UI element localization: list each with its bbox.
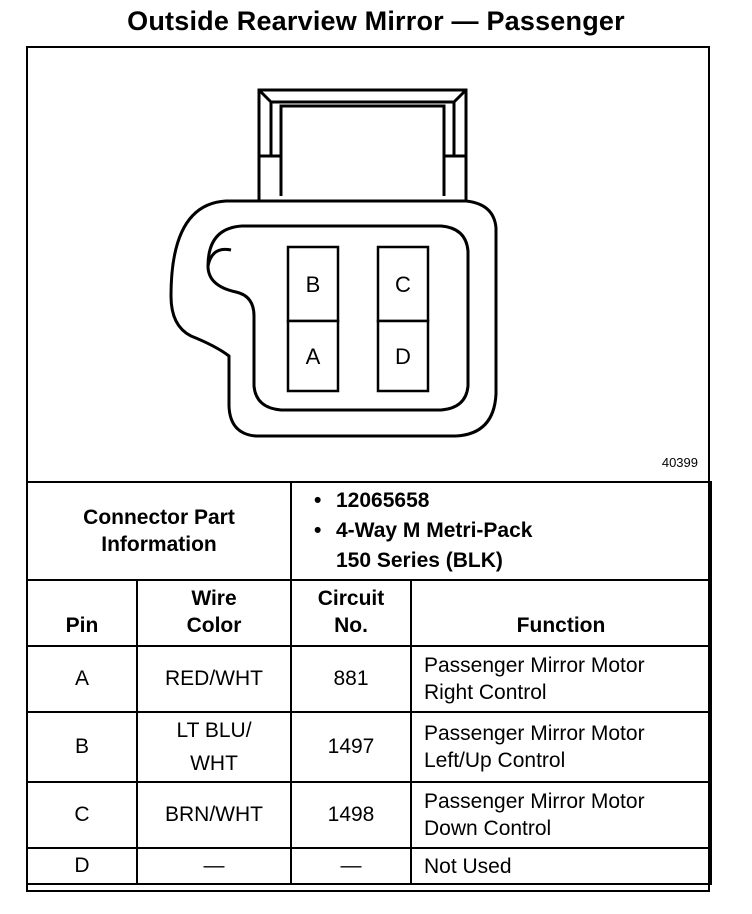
figure-id: 40399 <box>661 455 698 470</box>
pin-label-c: C <box>395 272 411 297</box>
function-cell: Passenger Mirror Motor Left/Up Control <box>409 711 713 783</box>
list-item: • 4-Way M Metri-Pack 150 Series (BLK) <box>314 516 710 576</box>
connector-info-list: • 12065658 • 4-Way M Metri-Pack 150 Seri… <box>289 481 713 581</box>
function-cell: Not Used <box>409 847 713 885</box>
pin-label-b: B <box>306 272 321 297</box>
table-row: B LT BLU/ WHT 1497 Passenger Mirror Moto… <box>26 711 713 783</box>
pin-label-a: A <box>306 344 321 369</box>
wire-color-cell: RED/WHT <box>136 645 292 713</box>
connector-body-outline <box>169 199 498 438</box>
table-row: A RED/WHT 881 Passenger Mirror Motor Rig… <box>26 645 713 713</box>
function-cell: Passenger Mirror Motor Right Control <box>409 645 713 713</box>
wire-color-cell: — <box>136 847 292 885</box>
bullet: • <box>314 519 322 542</box>
table-header-row: Pin Wire Color Circuit No. Function <box>26 579 713 647</box>
circuit-cell: 1497 <box>290 711 412 783</box>
pin-cell: C <box>26 781 138 849</box>
connector-diagram: B C A D <box>169 88 498 438</box>
pin-cell: B <box>26 711 138 783</box>
circuit-cell: 881 <box>290 645 412 713</box>
function-cell: Passenger Mirror Motor Down Control <box>409 781 713 849</box>
bullet: • <box>314 489 322 512</box>
wire-color-cell: LT BLU/ WHT <box>136 711 292 783</box>
circuit-cell: — <box>290 847 412 885</box>
pin-cell: A <box>26 645 138 713</box>
connector-info-label: Connector Part Information <box>26 481 292 581</box>
table-row: D — — Not Used <box>26 847 713 885</box>
column-header-pin: Pin <box>26 579 138 647</box>
connector-latch <box>257 88 468 201</box>
circuit-cell: 1498 <box>290 781 412 849</box>
part-number: 12065658 <box>336 489 430 512</box>
pin-cavities <box>286 245 430 393</box>
connector-info-row: Connector Part Information • 12065658 • … <box>26 481 713 581</box>
column-header-wire-color: Wire Color <box>136 579 292 647</box>
list-item: • 12065658 <box>314 486 710 516</box>
table-row: C BRN/WHT 1498 Passenger Mirror Motor Do… <box>26 781 713 849</box>
pin-label-d: D <box>395 344 411 369</box>
page-title: Outside Rearview Mirror — Passenger <box>127 6 625 36</box>
connector-table: Connector Part Information • 12065658 • … <box>26 481 713 885</box>
wire-color-cell: BRN/WHT <box>136 781 292 849</box>
document-frame <box>26 46 710 892</box>
column-header-circuit: Circuit No. <box>290 579 412 647</box>
column-header-function: Function <box>409 579 713 647</box>
pin-cell: D <box>26 847 138 885</box>
connector-type: 4-Way M Metri-Pack 150 Series (BLK) <box>336 519 533 572</box>
